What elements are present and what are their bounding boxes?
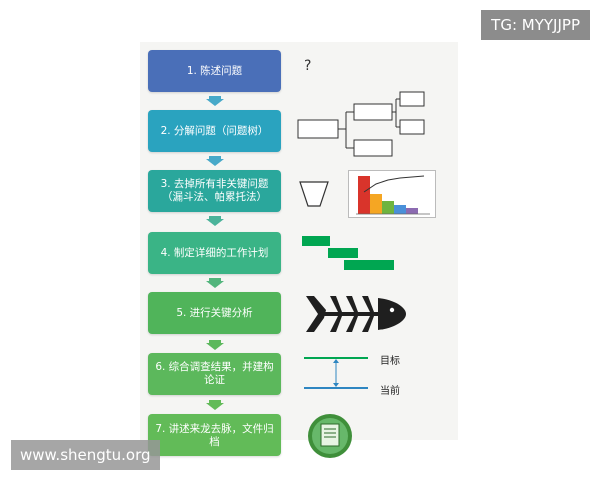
pareto-chart-icon — [348, 170, 436, 218]
down-arrow-icon — [206, 156, 224, 166]
down-arrow-icon — [206, 400, 224, 410]
diagram-panel: 1. 陈述问题 2. 分解问题（问题树） 3. 去掉所有非关键问题（漏斗法、帕累… — [140, 42, 458, 458]
site-watermark: www.shengtu.org — [11, 440, 160, 470]
step-6-synthesize: 6. 综合调查结果，并建构论证 — [148, 353, 281, 395]
step-1-state-problem: 1. 陈述问题 — [148, 50, 281, 92]
step-7-tell-story: 7. 讲述来龙去脉，文件归档 — [148, 414, 281, 456]
issue-tree-icon — [297, 91, 425, 157]
down-arrow-icon — [206, 340, 224, 350]
telegram-badge: TG: MYYJJPP — [481, 10, 590, 40]
fishbone-icon — [306, 296, 406, 332]
step-4-work-plan: 4. 制定详细的工作计划 — [148, 232, 281, 274]
step-2-decompose: 2. 分解问题（问题树） — [148, 110, 281, 152]
question-mark-icon: ? — [304, 58, 312, 74]
gantt-bars-icon — [302, 236, 394, 270]
gap-target-label: 目标 — [380, 356, 400, 367]
funnel-icon — [299, 181, 329, 207]
down-arrow-icon — [206, 216, 224, 226]
step-5-key-analysis: 5. 进行关键分析 — [148, 292, 281, 334]
step-3-eliminate: 3. 去掉所有非关键问题（漏斗法、帕累托法） — [148, 170, 281, 212]
gap-current-label: 当前 — [380, 386, 400, 397]
down-arrow-icon — [206, 278, 224, 288]
down-arrow-icon — [206, 96, 224, 106]
target-gap-icon — [304, 357, 368, 389]
document-icon — [308, 414, 352, 458]
